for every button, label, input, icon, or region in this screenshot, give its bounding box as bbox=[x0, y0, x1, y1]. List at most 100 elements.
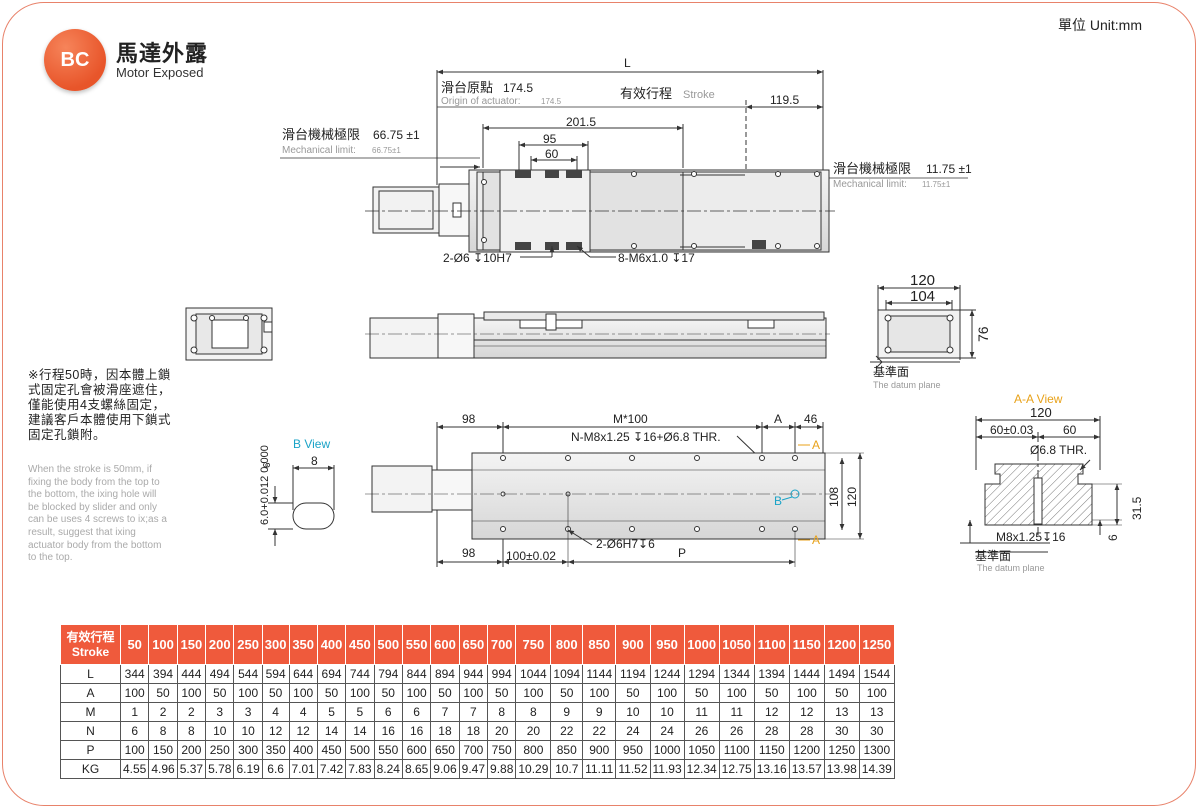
end-view-right bbox=[870, 285, 976, 369]
table-cell: 30 bbox=[823, 721, 860, 741]
stroke-col-header: 500 bbox=[373, 624, 403, 665]
table-cell: 3 bbox=[205, 702, 235, 722]
table-cell: 6 bbox=[401, 702, 432, 722]
table-cell: 7.01 bbox=[288, 759, 318, 779]
table-cell: 1100 bbox=[718, 740, 755, 760]
stroke-col-header: 50 bbox=[119, 624, 150, 665]
stroke-header: 有效行程 Stroke bbox=[60, 624, 121, 665]
table-cell: 8.65 bbox=[401, 759, 432, 779]
table-cell: 1 bbox=[119, 702, 150, 722]
table-cell: 50 bbox=[316, 683, 347, 703]
mech-right-en-val: 11.75±1 bbox=[922, 180, 951, 189]
table-cell: 1544 bbox=[858, 664, 895, 684]
side-view bbox=[365, 311, 830, 359]
table-cell: 100 bbox=[582, 683, 617, 703]
table-cell: 4.55 bbox=[119, 759, 150, 779]
end-w120: 120 bbox=[910, 272, 935, 289]
origin-val: 174.5 bbox=[503, 81, 533, 95]
table-cell: 24 bbox=[649, 721, 685, 741]
table-cell: 10 bbox=[233, 721, 263, 741]
mech-left-en: Mechanical limit: bbox=[282, 145, 356, 156]
table-cell: 8 bbox=[487, 702, 517, 722]
stroke-col-header: 150 bbox=[176, 624, 207, 665]
stroke-col-header: 300 bbox=[261, 624, 290, 665]
table-cell: 6 bbox=[373, 702, 403, 722]
table-cell: 800 bbox=[515, 740, 552, 760]
stroke-col-header: 650 bbox=[458, 624, 489, 665]
table-cell: 18 bbox=[458, 721, 489, 741]
table-cell: 12.34 bbox=[683, 759, 720, 779]
table-cell: 650 bbox=[430, 740, 460, 760]
table-cell: 12 bbox=[753, 702, 790, 722]
row-label: KG bbox=[60, 759, 121, 779]
bottom-100: 100±0.02 bbox=[506, 549, 556, 563]
unit-label: 單位 Unit:mm bbox=[1058, 17, 1142, 33]
table-cell: 8 bbox=[148, 721, 178, 741]
table-cell: 9.06 bbox=[430, 759, 460, 779]
table-cell: 1244 bbox=[649, 664, 685, 684]
table-cell: 7.83 bbox=[345, 759, 375, 779]
aview-datum-cn: 基準面 bbox=[975, 548, 1011, 563]
table-cell: 22 bbox=[550, 721, 584, 741]
table-cell: 1200 bbox=[788, 740, 825, 760]
table-cell: 4.96 bbox=[148, 759, 178, 779]
table-cell: 7 bbox=[458, 702, 489, 722]
table-cell: 10 bbox=[205, 721, 235, 741]
datum-en: The datum plane bbox=[873, 380, 941, 390]
table-cell: 10 bbox=[649, 702, 685, 722]
table-cell: 1094 bbox=[550, 664, 584, 684]
table-cell: 100 bbox=[233, 683, 263, 703]
bottom-p: P bbox=[678, 546, 686, 560]
stroke-header-cn: 有效行程 bbox=[66, 629, 115, 644]
row-label: A bbox=[60, 683, 121, 703]
table-cell: 13 bbox=[858, 702, 895, 722]
table-cell: 994 bbox=[487, 664, 517, 684]
table-cell: 750 bbox=[487, 740, 517, 760]
stroke-col-header: 800 bbox=[550, 624, 584, 665]
table-cell: 1444 bbox=[788, 664, 825, 684]
bottom-pin: 2-Ø6H7↧6 bbox=[596, 537, 655, 551]
table-cell: 50 bbox=[430, 683, 460, 703]
bottom-a: A bbox=[774, 412, 782, 426]
table-cell: 8.24 bbox=[373, 759, 403, 779]
table-cell: 444 bbox=[176, 664, 207, 684]
stroke-col-header: 100 bbox=[148, 624, 178, 665]
section-a-bottom: A bbox=[812, 533, 820, 547]
table-cell: 100 bbox=[288, 683, 318, 703]
row-label: L bbox=[60, 664, 121, 684]
top-view bbox=[280, 69, 968, 258]
table-cell: 50 bbox=[753, 683, 790, 703]
aview-60t: 60±0.03 bbox=[990, 423, 1034, 437]
table-cell: 11 bbox=[683, 702, 720, 722]
table-cell: 100 bbox=[515, 683, 552, 703]
table-cell: 950 bbox=[615, 740, 651, 760]
table-cell: 50 bbox=[683, 683, 720, 703]
table-cell: 50 bbox=[148, 683, 178, 703]
mech-left-cn: 滑台機械極限 bbox=[282, 127, 360, 142]
table-cell: 100 bbox=[119, 740, 150, 760]
table-cell: 794 bbox=[373, 664, 403, 684]
table-cell: 1494 bbox=[823, 664, 860, 684]
origin-cn: 滑台原點 bbox=[441, 80, 493, 95]
aview-m8: M8x1.25↧16 bbox=[996, 530, 1066, 544]
table-cell: 394 bbox=[148, 664, 178, 684]
dim-95: 95 bbox=[543, 132, 557, 146]
aview-label: A-A View bbox=[1014, 392, 1063, 406]
table-cell: 5 bbox=[316, 702, 347, 722]
end-w104: 104 bbox=[910, 288, 935, 305]
table-cell: 11 bbox=[718, 702, 755, 722]
table-cell: 28 bbox=[788, 721, 825, 741]
table-cell: 744 bbox=[345, 664, 375, 684]
table-cell: 100 bbox=[119, 683, 150, 703]
bview-label: B View bbox=[293, 437, 330, 451]
hole-tap-label: 8-M6x1.0 ↧17 bbox=[618, 251, 695, 265]
stroke-col-header: 400 bbox=[316, 624, 347, 665]
table-cell: 300 bbox=[233, 740, 263, 760]
end-view-labels: 120 104 76 基準面 The datum plane bbox=[873, 272, 991, 390]
mech-right-en: Mechanical limit: bbox=[833, 179, 907, 190]
bottom-46: 46 bbox=[804, 412, 818, 426]
bottom-b: B bbox=[774, 494, 782, 508]
